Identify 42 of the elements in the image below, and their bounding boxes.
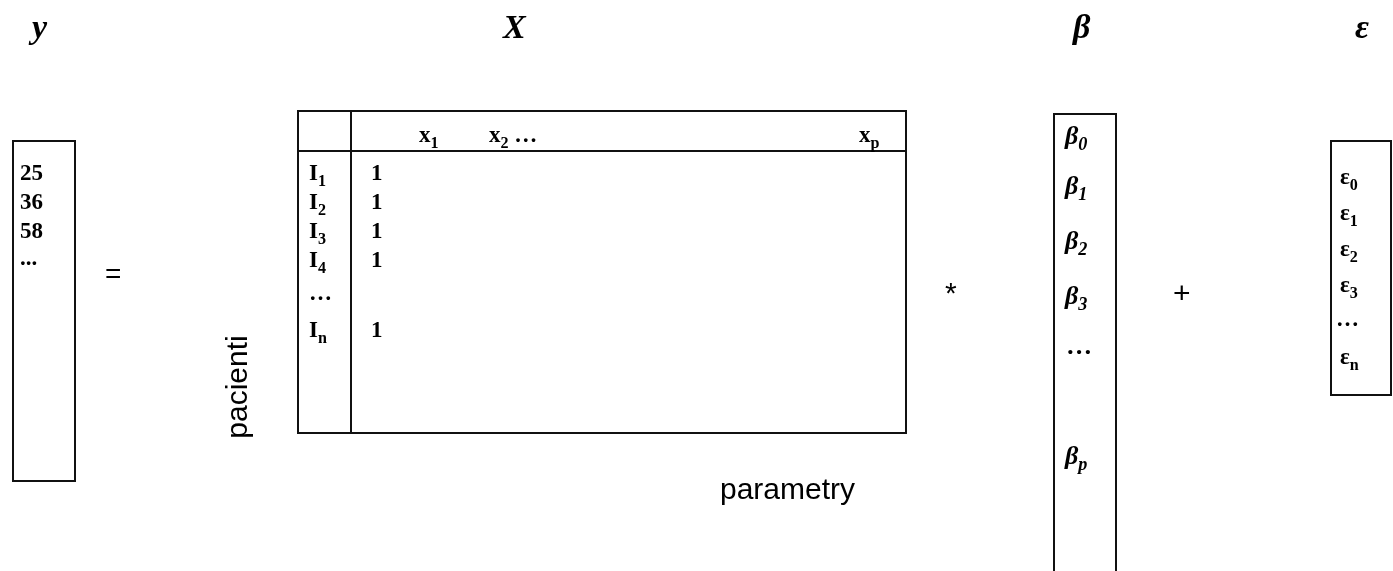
row-header: I$_{n}$ (309, 317, 327, 348)
matrix-cell: 1 (371, 189, 383, 215)
vector-entry: β$_{1}$ (1065, 173, 1088, 207)
vector-entry: ε$_{1}$ (1340, 200, 1358, 231)
heading: X (503, 8, 526, 46)
row-header: I$_{2}$ (309, 189, 326, 220)
vector-entry: ε$_{0}$ (1340, 164, 1358, 195)
heading: β (1073, 8, 1091, 46)
vector-entry: ε$_{n}$ (1340, 344, 1359, 375)
column-header: x$_{1}$ (419, 122, 439, 153)
column-header: x$_{p}$ (859, 122, 880, 154)
vector-box (1330, 140, 1392, 396)
heading: ε (1355, 8, 1369, 46)
vector-entry: ε$_{3}$ (1340, 272, 1358, 303)
vector-entry: β$_{2}$ (1065, 228, 1088, 262)
operator-sign: * (945, 276, 957, 310)
row-header: I$_{4}$ (309, 247, 326, 278)
vector-box (1053, 113, 1117, 571)
vector-entry: … (1336, 306, 1359, 332)
vector-entry: β$_{3}$ (1065, 283, 1088, 317)
vector-entry: … (1067, 333, 1093, 359)
axis-label: parametry (720, 472, 856, 506)
matrix-cell: 1 (371, 160, 383, 186)
matrix-table (297, 110, 907, 434)
vector-entry: ε$_{2}$ (1340, 236, 1358, 267)
vector-entry: 25 (20, 160, 43, 186)
matrix-cell: 1 (371, 218, 383, 244)
vector-entry: ... (20, 245, 38, 271)
axis-label: pacienti (219, 335, 254, 439)
vector-entry: β$_{p}$ (1065, 443, 1088, 477)
row-header: … (309, 280, 332, 306)
operator-sign: + (1173, 276, 1191, 310)
matrix-cell: 1 (371, 247, 383, 273)
row-header: I$_{1}$ (309, 160, 326, 191)
vector-box (12, 140, 76, 482)
vector-entry: β$_{0}$ (1065, 123, 1088, 157)
matrix-cell: 1 (371, 317, 383, 343)
vector-entry: 36 (20, 189, 43, 215)
vector-entry: 58 (20, 218, 43, 244)
column-header: x$_{2}$ … (489, 122, 538, 153)
row-header: I$_{3}$ (309, 218, 326, 249)
operator-sign: = (105, 258, 122, 290)
